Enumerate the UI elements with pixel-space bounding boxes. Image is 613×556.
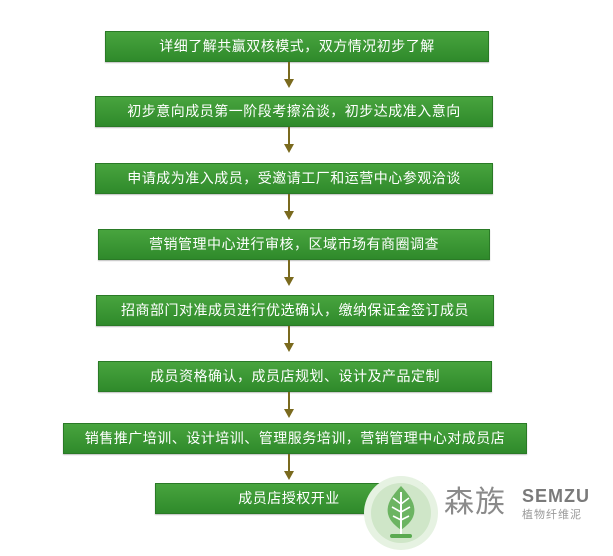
flow-step-5: 招商部门对准成员进行优选确认，缴纳保证金签订成员 (96, 295, 494, 326)
brand-name-en: SEMZU (522, 486, 590, 506)
flow-arrow-3 (284, 194, 294, 220)
flow-arrow-7 (284, 454, 294, 480)
flow-arrow-4 (284, 260, 294, 286)
flow-arrow-2 (284, 127, 294, 153)
brand-name-cn: 森族 (444, 485, 506, 520)
flow-arrow-1 (284, 62, 294, 88)
flow-step-7: 销售推广培训、设计培训、管理服务培训，营销管理中心对成员店 (63, 423, 527, 454)
brand-logo: 森族 SEMZU 植物纤维泥 (362, 470, 613, 556)
leaf-logo-icon (362, 474, 440, 552)
flow-arrow-6 (284, 392, 294, 418)
brand-tagline: 植物纤维泥 (522, 508, 582, 521)
flow-arrow-5 (284, 326, 294, 352)
flow-step-2: 初步意向成员第一阶段考擦洽谈，初步达成准入意向 (95, 96, 493, 127)
flow-step-4: 营销管理中心进行审核，区域市场有商圈调查 (98, 229, 490, 260)
flow-step-1: 详细了解共赢双核模式，双方情况初步了解 (105, 31, 489, 62)
flow-step-6: 成员资格确认，成员店规划、设计及产品定制 (98, 361, 492, 392)
flow-step-3: 申请成为准入成员，受邀请工厂和运营中心参观洽谈 (95, 163, 493, 194)
